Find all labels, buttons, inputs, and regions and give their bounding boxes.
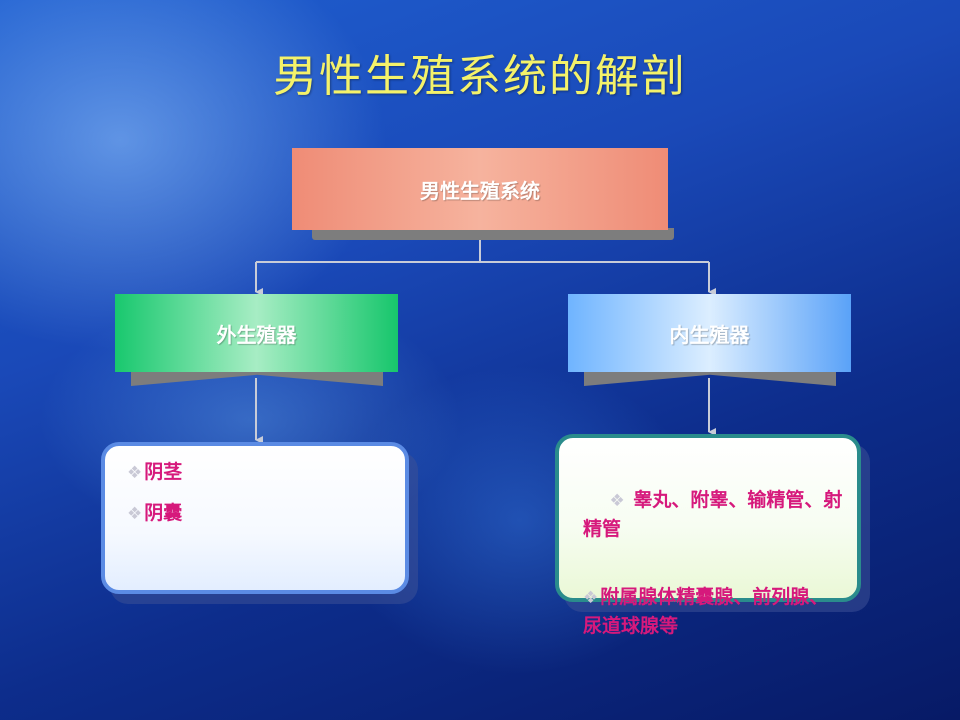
list-item: ❖阴囊: [127, 499, 387, 528]
list-item: ❖ 睾丸、附睾、输精管、射精管: [583, 458, 847, 571]
internal-organs-node: 内生殖器: [568, 294, 851, 372]
diamond-bullet-icon: ❖: [127, 463, 143, 483]
item-text: 阴茎: [144, 461, 183, 483]
root-node-label: 男性生殖系统: [420, 178, 540, 203]
item-text: 阴囊: [144, 502, 183, 524]
internal-organs-card: ❖ 睾丸、附睾、输精管、射精管 ❖附属腺体精囊腺、前列腺、尿道球腺等: [555, 434, 861, 637]
item-text: 睾丸、附睾、输精管、射精管: [583, 489, 843, 540]
external-organs-card: ❖阴茎 ❖阴囊: [101, 442, 409, 594]
list-item: ❖附属腺体精囊腺、前列腺、尿道球腺等: [583, 583, 847, 640]
diamond-bullet-icon: ❖: [609, 491, 625, 511]
diamond-bullet-icon: ❖: [127, 504, 143, 524]
list-item: ❖阴茎: [127, 458, 387, 487]
diamond-bullet-icon: ❖: [583, 588, 599, 608]
external-organs-node: 外生殖器: [115, 294, 398, 372]
internal-organs-label: 内生殖器: [669, 322, 750, 347]
slide-title: 男性生殖系统的解剖: [273, 51, 687, 102]
root-node: 男性生殖系统: [292, 148, 668, 230]
external-organs-label: 外生殖器: [216, 322, 297, 347]
item-text: 附属腺体精囊腺、前列腺、尿道球腺等: [583, 586, 829, 637]
root-box-base: [312, 228, 674, 240]
